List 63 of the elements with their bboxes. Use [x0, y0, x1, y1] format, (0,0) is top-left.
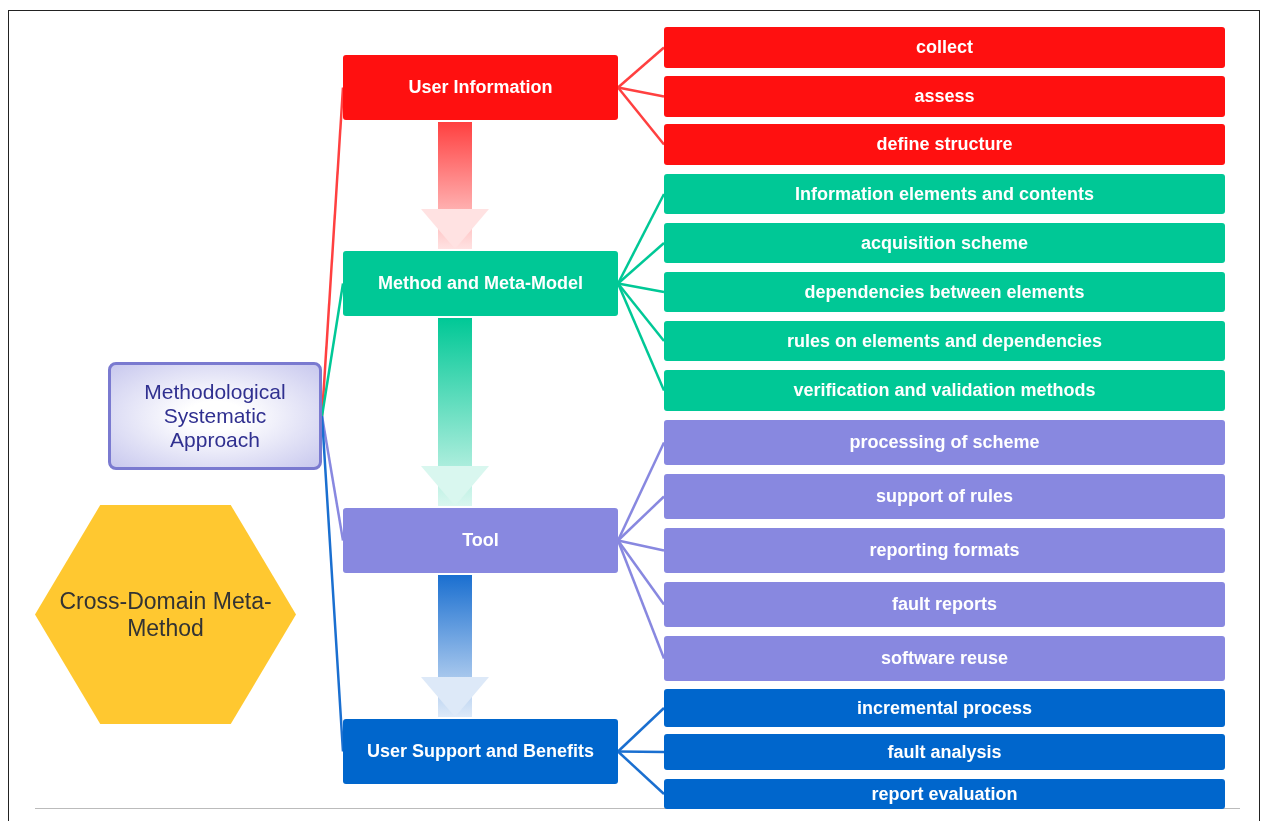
node-label: incremental process [856, 697, 1033, 719]
process-box [664, 582, 1225, 627]
node-label: Method and Meta-Model [378, 273, 583, 294]
node-label: verification and validation methods [793, 380, 1096, 401]
node-label: Methodological Systematic Approach [143, 379, 287, 453]
connector-line [320, 283, 345, 417]
process-box [664, 321, 1225, 361]
process-box [664, 223, 1225, 263]
node-label: Tool [462, 530, 499, 551]
connector-line [617, 707, 665, 753]
rounded-box [108, 362, 322, 470]
process-box [664, 636, 1225, 681]
process-box [343, 508, 618, 573]
connector-line [617, 282, 665, 294]
connector-line [617, 495, 665, 542]
process-box [664, 124, 1225, 165]
connector-line [618, 750, 664, 754]
process-box [664, 420, 1225, 465]
node-label: reporting formats [869, 540, 1020, 561]
process-box [343, 719, 618, 784]
node-label: software reuse [880, 648, 1009, 669]
node-label: assess [914, 86, 975, 107]
process-box [664, 734, 1225, 770]
connector-line [617, 282, 665, 342]
process-box [343, 251, 618, 316]
node-label: rules on elements and dependencies [786, 330, 1103, 352]
node-label: define structure [876, 134, 1013, 155]
node-label: User Support and Benefits [367, 741, 594, 762]
connector-line [617, 750, 665, 795]
node-label: Information elements and contents [794, 183, 1094, 205]
process-box [664, 528, 1225, 573]
connector-line [320, 415, 345, 541]
process-box [664, 76, 1225, 117]
node-label: Cross-Domain Meta-Method [58, 588, 273, 641]
process-box [664, 27, 1225, 68]
process-box [664, 174, 1225, 214]
process-box [664, 474, 1225, 519]
connector-line [617, 86, 665, 98]
connector-line [617, 46, 665, 89]
node-label: report evaluation [871, 783, 1018, 805]
node-label: User Information [408, 77, 553, 98]
process-box [664, 689, 1225, 727]
connector-line [617, 539, 665, 606]
connector-line [617, 242, 665, 285]
connector-line [320, 415, 345, 752]
block-arrow [421, 122, 489, 249]
node-label: processing of scheme [849, 432, 1040, 453]
hexagon-shape [35, 505, 296, 724]
process-box [664, 272, 1225, 312]
block-arrow [421, 318, 489, 506]
process-box [664, 370, 1225, 411]
node-label: dependencies between elements [804, 281, 1085, 303]
node-label: fault analysis [887, 741, 1002, 763]
node-label: acquisition scheme [860, 232, 1029, 254]
node-label: collect [916, 37, 973, 58]
process-box [664, 779, 1225, 809]
block-arrow [421, 575, 489, 717]
node-label: fault reports [892, 594, 997, 615]
connector-line [616, 283, 666, 391]
process-box [343, 55, 618, 120]
connector-line [617, 539, 665, 552]
node-label: support of rules [876, 486, 1013, 507]
connector-line [617, 86, 665, 146]
